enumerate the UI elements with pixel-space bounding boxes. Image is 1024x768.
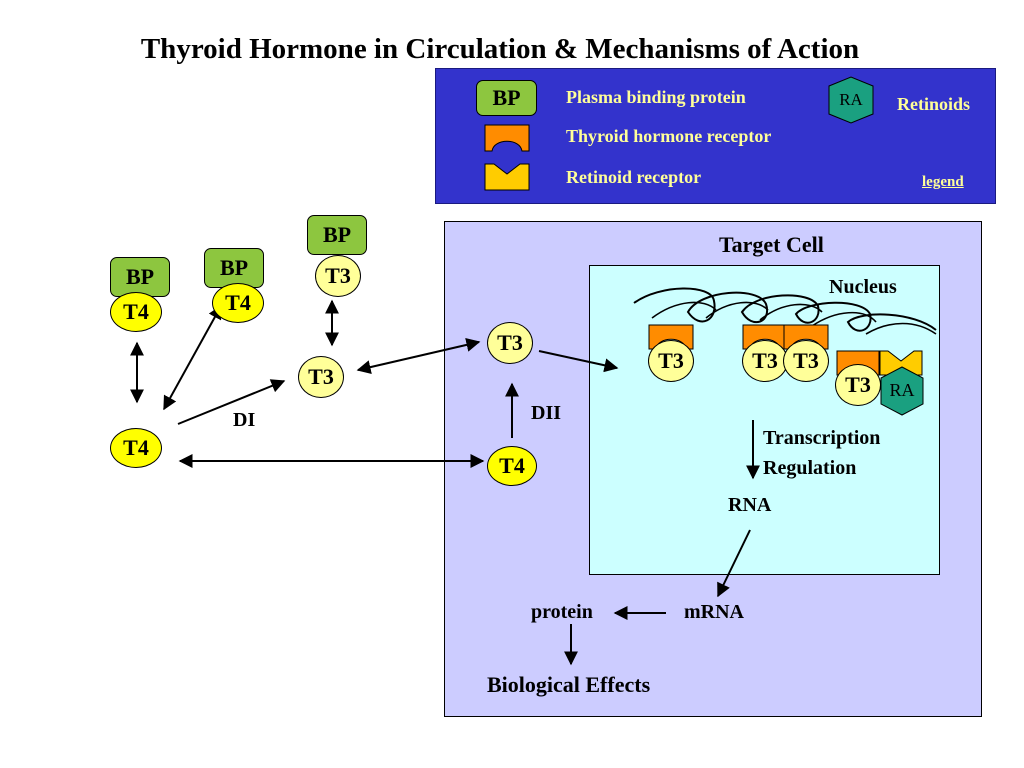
binding-protein-t4-2: BP [204, 248, 264, 288]
retinoid-shape [880, 366, 924, 416]
thyroid-receptor-icon [484, 124, 530, 152]
dna-coil [633, 287, 937, 332]
t4-bound-1: T4 [110, 292, 162, 332]
t3-nuclear-2: T3 [742, 340, 788, 382]
mrna-label: mRNA [684, 601, 744, 623]
t3-nuclear-4: T3 [835, 364, 881, 406]
binding-protein-t4-1: BP [110, 257, 170, 297]
legend-bp-text: Plasma binding protein [566, 87, 746, 107]
t3-cell-transport-arrow [356, 338, 481, 374]
biological-effects-label: Biological Effects [487, 672, 651, 697]
t3-nuclear-3: T3 [783, 340, 829, 382]
t3-nucleus-entry-arrow [538, 350, 619, 373]
dii-label: DII [531, 402, 562, 424]
t3-free-plasma: T3 [298, 356, 344, 398]
rna-export-arrow [717, 529, 751, 598]
di-label: DI [233, 409, 256, 431]
legend-bp-symbol: BP [476, 80, 537, 116]
t3-nuclear-1: T3 [648, 340, 694, 382]
legend-rr-text: Retinoid receptor [566, 167, 702, 187]
retinoid-label: RA [889, 380, 915, 400]
t4-bp2-exchange-arrow [163, 304, 222, 411]
page-title: Thyroid Hormone in Circulation & Mechani… [140, 33, 860, 65]
binding-protein-t3: BP [307, 215, 367, 255]
t4-free-plasma: T4 [110, 428, 162, 468]
t3-intracellular: T3 [487, 322, 533, 364]
legend-ra-text: Retinoids [897, 94, 971, 114]
t4-bound-2: T4 [212, 283, 264, 323]
legend-link[interactable]: legend [922, 174, 964, 190]
nucleus-title: Nucleus [829, 276, 897, 298]
protein-label: protein [531, 601, 593, 623]
target-cell-title: Target Cell [719, 232, 824, 257]
retinoid-icon [828, 76, 874, 124]
rna-label: RNA [728, 494, 772, 516]
t3-bound: T3 [315, 255, 361, 297]
retinoid-receptor-icon [484, 163, 530, 191]
transcription-label: Transcription [763, 427, 881, 449]
regulation-label: Regulation [763, 457, 857, 479]
legend-ra-symbol: RA [839, 90, 863, 109]
t4-intracellular: T4 [487, 446, 537, 486]
legend-thr-text: Thyroid hormone receptor [566, 126, 772, 146]
di-conversion-arrow [177, 379, 286, 425]
